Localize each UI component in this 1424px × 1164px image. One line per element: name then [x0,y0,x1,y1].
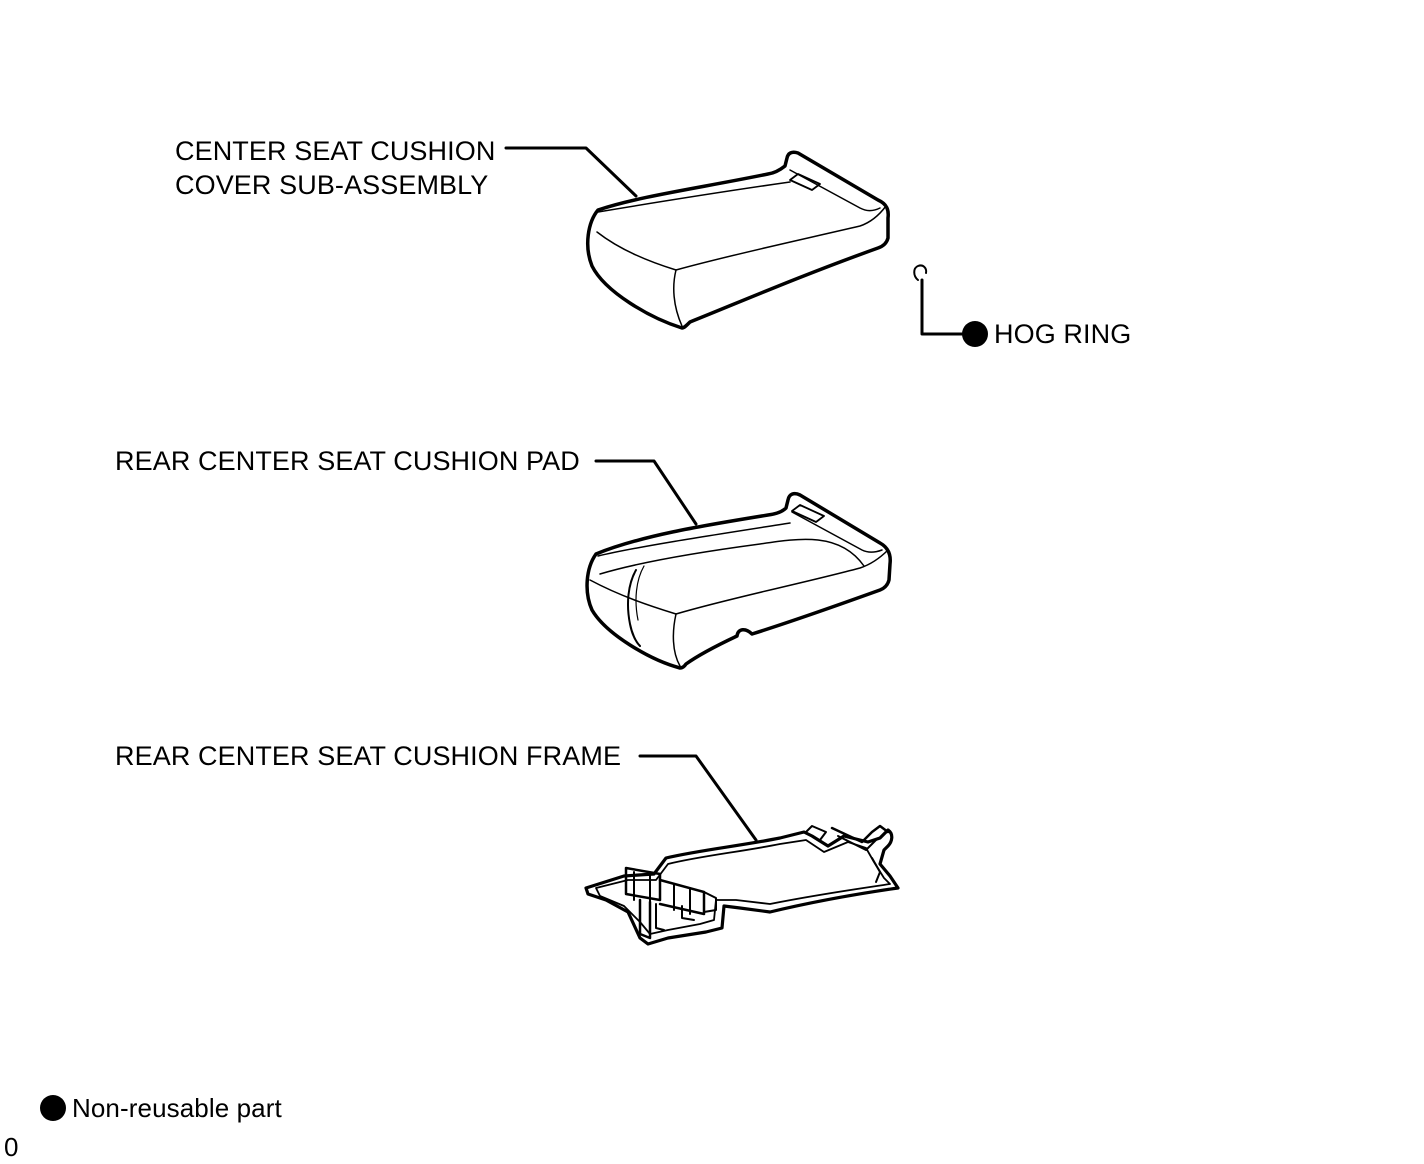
cover-label-line2: COVER SUB-ASSEMBLY [175,170,489,200]
legend-label: Non-reusable part [72,1093,282,1123]
figure-code: 0 [4,1132,19,1162]
non-reusable-dot-icon [962,321,988,347]
frame-leader-line [638,754,758,842]
hog-ring-label-text: HOG RING [994,319,1132,349]
hog-ring-leader-line [920,278,964,336]
frame-label: REAR CENTER SEAT CUSHION FRAME [115,741,622,771]
cushion-pad-drawing [585,491,892,670]
pad-label: REAR CENTER SEAT CUSHION PAD [115,446,580,476]
legend: Non-reusable part [40,1091,282,1125]
cover-leader-line [504,146,638,198]
cushion-frame-drawing [584,824,900,946]
hog-ring-drawing [913,264,928,281]
cover-label-line1: CENTER SEAT CUSHION [175,136,496,166]
non-reusable-dot-icon [40,1095,66,1121]
pad-leader-line [594,459,698,526]
cushion-cover-drawing [585,150,890,330]
hog-ring-label: HOG RING [962,317,1131,351]
